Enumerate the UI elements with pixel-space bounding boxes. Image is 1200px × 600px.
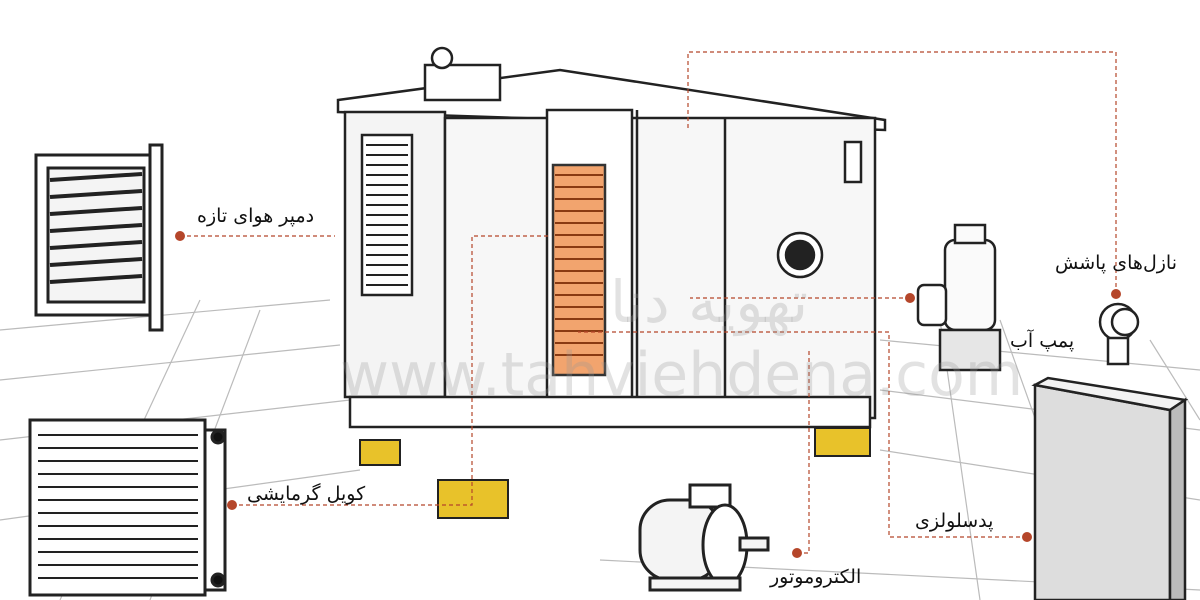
callout-dot-nozzle [1111,289,1121,299]
spray-nozzle-illustration [1098,302,1140,366]
cellulose-pad-illustration [1031,376,1189,600]
label-spray-nozzles: نازل‌های پاشش [1055,252,1177,274]
callout-dots [175,231,1121,558]
callout-lines [180,51,1117,554]
watermark-brand: تهویه دنا [610,268,809,336]
label-cellulose-pad: پدسلولزی [915,510,994,532]
copper-coil [555,174,603,356]
callout-dot-pad [1022,532,1032,542]
electromotor-illustration [638,483,770,592]
label-fresh-air-damper: دمپر هوای تازه [197,205,315,227]
heating-coil-illustration [28,418,227,597]
callout-line-coil [232,235,548,506]
label-water-pump: پمپ آب [1010,330,1075,352]
fresh-air-damper-illustration [34,143,164,332]
callout-dot-coil [227,500,237,510]
callout-dot-damper [175,231,185,241]
label-electromotor: الکتروموتور [770,566,862,588]
water-pump-illustration [916,223,1002,372]
callout-dot-motor [792,548,802,558]
callout-dot-pump [905,293,915,303]
callout-line-pad [578,331,1027,538]
label-heating-coil: کویل گرمایشی [247,483,366,505]
support-legs [359,427,871,519]
watermark-url: www.tahviehdena.com [340,340,1024,410]
callout-line-nozzle [687,51,1117,294]
air-handling-unit [336,46,887,520]
